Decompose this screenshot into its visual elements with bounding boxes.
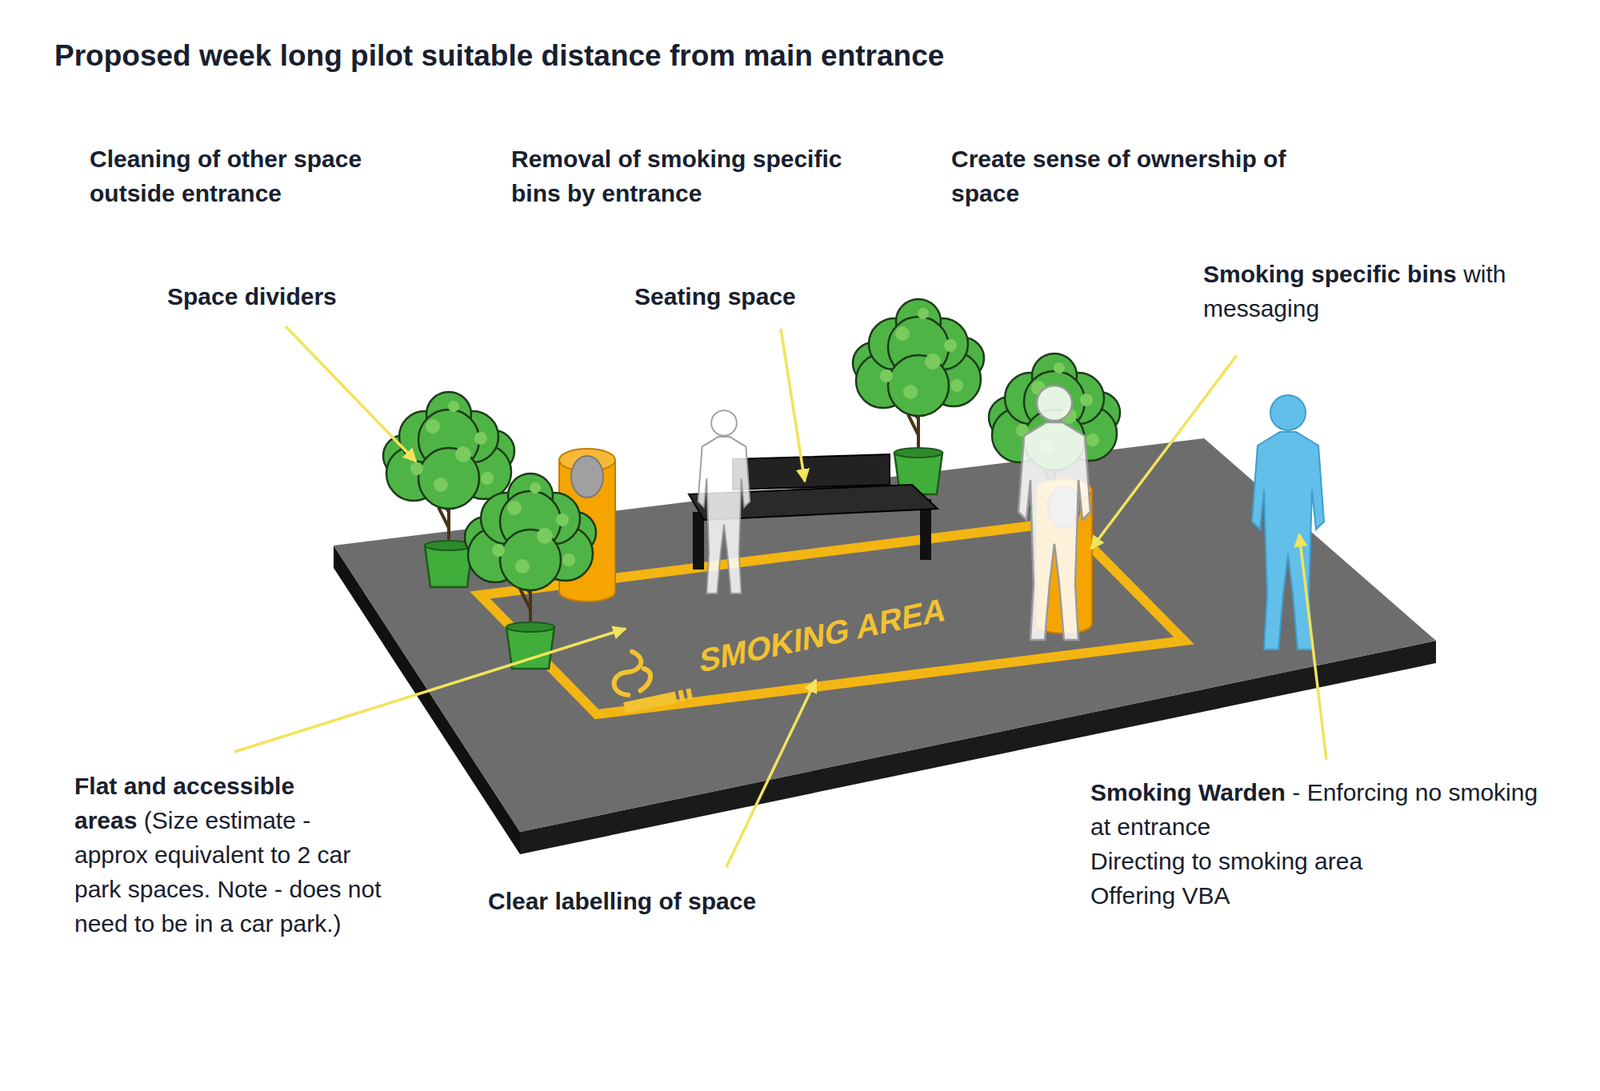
callout-label-group: Clear labelling of space xyxy=(488,884,756,919)
bench xyxy=(732,454,890,490)
leader-lines xyxy=(726,680,816,868)
callout-label-group: Smoking Warden- Enforcing no smoking at … xyxy=(1090,775,1539,913)
callout-label-group: Smoking specific binswith messaging xyxy=(1203,256,1588,326)
callout-label: Directing to smoking area xyxy=(1090,844,1539,879)
callout-label: Space dividers xyxy=(167,283,337,310)
smoking-symbol xyxy=(608,648,654,698)
callout-label: Seating space xyxy=(634,283,796,310)
leader-lines xyxy=(234,628,626,752)
callout-label: Smoking Warden xyxy=(1090,779,1286,806)
smoking-symbol xyxy=(608,641,693,716)
front-left-plants-and-bin xyxy=(383,392,616,669)
standing-person xyxy=(1018,385,1091,640)
smoking-symbol xyxy=(623,692,677,714)
bench xyxy=(692,512,704,570)
leader-lines xyxy=(1299,534,1327,760)
seated-person xyxy=(698,410,751,594)
seated-person xyxy=(698,410,751,594)
callout-label: Clear labelling of space xyxy=(488,888,756,915)
standing-person xyxy=(1018,385,1091,640)
leader-lines xyxy=(780,328,805,482)
leader-lines xyxy=(1091,355,1237,549)
callout-label-group: Space dividers xyxy=(167,279,337,314)
callout-label-group: Seating space xyxy=(634,279,796,314)
smoking-symbol xyxy=(678,690,686,703)
diagram-title: Proposed week long pilot suitable distan… xyxy=(54,38,944,74)
note-text: Removal of smoking specific bins by entr… xyxy=(511,145,842,207)
smoking-symbol xyxy=(685,688,693,700)
smoking-warden-figure xyxy=(1252,395,1324,650)
note-text-group: Cleaning of other space outside entrance xyxy=(89,141,446,211)
leader-lines xyxy=(234,326,1327,868)
note-text: Cleaning of other space outside entrance xyxy=(89,145,362,207)
front-left-plants-and-bin xyxy=(464,473,596,669)
note-text-group: Create sense of ownership of space xyxy=(951,141,1317,211)
callout-label: Smoking specific bins xyxy=(1203,260,1457,288)
leader-lines xyxy=(285,326,416,462)
callout-label-group: Flat and accessible areas(Size estimate … xyxy=(74,768,387,941)
note-text-group: Removal of smoking specific bins by entr… xyxy=(511,141,872,211)
smoking-warden-figure xyxy=(1252,395,1324,650)
callout-label: Offering VBA xyxy=(1090,878,1539,913)
front-left-plants-and-bin xyxy=(571,456,604,498)
note-text: Create sense of ownership of space xyxy=(951,145,1286,207)
